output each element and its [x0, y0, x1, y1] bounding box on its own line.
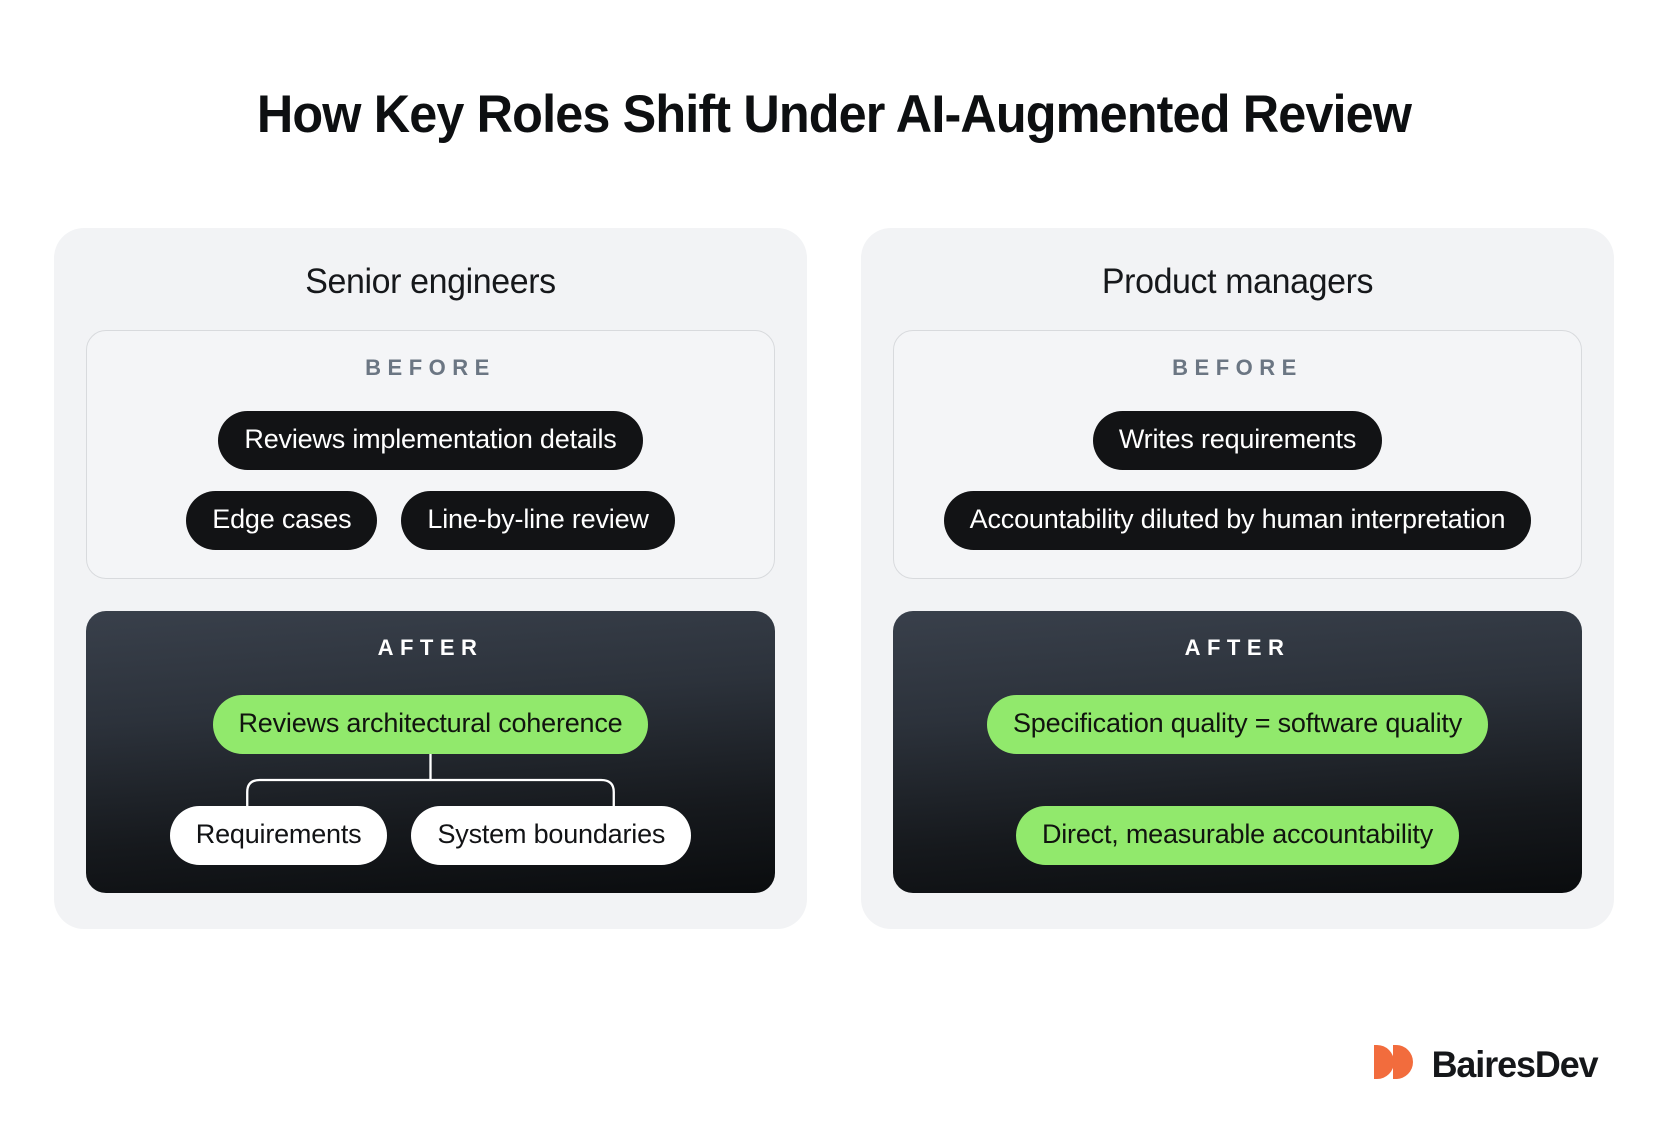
pill-item[interactable]: Accountability diluted by human interpre… — [943, 491, 1532, 550]
pill-row-parent: Reviews architectural coherence — [104, 695, 757, 754]
pill-item-child[interactable]: System boundaries — [411, 806, 692, 865]
after-block: AFTER Reviews architectural coherence Re… — [86, 611, 775, 893]
stage-label-before: BEFORE — [365, 355, 496, 380]
pill-item[interactable]: Specification quality = software quality — [987, 695, 1488, 754]
pill-row: Reviews implementation details — [105, 411, 756, 470]
pill-item[interactable]: Writes requirements — [1092, 411, 1383, 470]
pill-item[interactable]: Reviews implementation details — [218, 411, 643, 470]
pill-row: Edge cases Line-by-line review — [105, 491, 756, 550]
pill-row: Direct, measurable accountability — [911, 806, 1564, 865]
pill-item-parent[interactable]: Reviews architectural coherence — [212, 695, 649, 754]
tree-connector — [104, 754, 757, 808]
bairesdev-mark-icon — [1372, 1043, 1416, 1086]
stage-label-before: BEFORE — [1172, 355, 1303, 380]
before-block: BEFORE Writes requirements Accountabilit… — [893, 330, 1582, 579]
stage-label-after: AFTER — [1184, 635, 1291, 660]
pill-row: Writes requirements — [912, 411, 1563, 470]
page-title: How Key Roles Shift Under AI-Augmented R… — [256, 85, 1412, 144]
pill-item[interactable]: Direct, measurable accountability — [1015, 806, 1460, 865]
panel-heading: Product managers — [1101, 262, 1374, 301]
pill-item[interactable]: Edge cases — [186, 491, 378, 550]
after-block: AFTER Specification quality = software q… — [893, 611, 1582, 893]
bairesdev-wordmark: BairesDev — [1431, 1043, 1598, 1085]
before-block: BEFORE Reviews implementation details Ed… — [86, 330, 775, 579]
pill-row: Accountability diluted by human interpre… — [912, 491, 1563, 550]
panel-senior-engineers: Senior engineers BEFORE Reviews implemen… — [54, 228, 807, 929]
panels-container: Senior engineers BEFORE Reviews implemen… — [54, 228, 1614, 929]
bairesdev-logo: BairesDev — [1372, 1043, 1600, 1086]
pill-row: Specification quality = software quality — [911, 695, 1564, 754]
pill-item-child[interactable]: Requirements — [169, 806, 388, 865]
pill-row-children: Requirements System boundaries — [104, 806, 757, 865]
panel-heading: Senior engineers — [305, 262, 556, 301]
stage-label-after: AFTER — [377, 635, 484, 660]
pill-item[interactable]: Line-by-line review — [401, 491, 675, 550]
panel-product-managers: Product managers BEFORE Writes requireme… — [861, 228, 1614, 929]
